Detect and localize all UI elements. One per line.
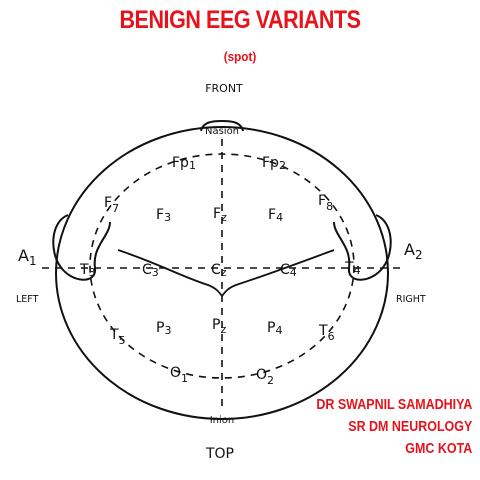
electrode-a2-label: A2 xyxy=(404,240,423,262)
electrode-c4-label: C4 xyxy=(280,262,297,279)
author-designation: SR DM NEUROLOGY xyxy=(347,419,472,435)
electrode-fp2-label: Fp2 xyxy=(262,155,286,172)
electrode-f4-label: F4 xyxy=(268,207,283,224)
inion-label: Inion xyxy=(210,415,235,426)
central-sulcus-curve xyxy=(117,249,335,298)
electrode-t4-label: T4 xyxy=(344,260,361,277)
electrode-f3-label: F3 xyxy=(156,207,171,224)
electrode-t3-label: T3 xyxy=(79,262,96,279)
electrode-fz-label: Fz xyxy=(213,206,227,224)
right-side-label: RIGHT xyxy=(396,294,426,305)
electrode-pz-label: Pz xyxy=(212,317,226,336)
electrode-o1-label: O1 xyxy=(170,365,188,385)
nose-outline xyxy=(200,119,244,132)
electrode-cz-label: Cz xyxy=(211,262,227,279)
top-label: TOP xyxy=(205,446,234,462)
electrode-p3-label: P3 xyxy=(156,320,171,337)
left-ear-outline xyxy=(52,214,111,281)
electrode-c3-label: C3 xyxy=(142,262,159,279)
front-label: FRONT xyxy=(205,82,243,95)
electrode-t5-label: T5 xyxy=(109,327,126,347)
head-outline xyxy=(55,126,389,420)
left-side-label: LEFT xyxy=(16,294,39,305)
electrode-t6-label: T6 xyxy=(318,323,335,343)
electrode-o2-label: O2 xyxy=(256,367,274,387)
author-institution: GMC KOTA xyxy=(405,441,472,457)
electrode-fp1-label: Fp1 xyxy=(172,155,196,172)
author-credits: DR SWAPNIL SAMADHIYA SR DM NEUROLOGY GMC… xyxy=(316,394,472,460)
nasion-label: Nasion xyxy=(205,126,239,137)
electrode-f8-label: F8 xyxy=(318,193,333,213)
page-title: BENIGN EEG VARIANTS xyxy=(119,6,361,34)
electrode-a1-label: A1 xyxy=(18,246,37,268)
page-subtitle: (spot) xyxy=(223,49,257,64)
electrode-p4-label: P4 xyxy=(267,320,282,337)
right-ear-outline xyxy=(333,214,392,281)
author-name: DR SWAPNIL SAMADHIYA xyxy=(316,397,472,413)
electrode-f7-label: F7 xyxy=(104,195,119,215)
